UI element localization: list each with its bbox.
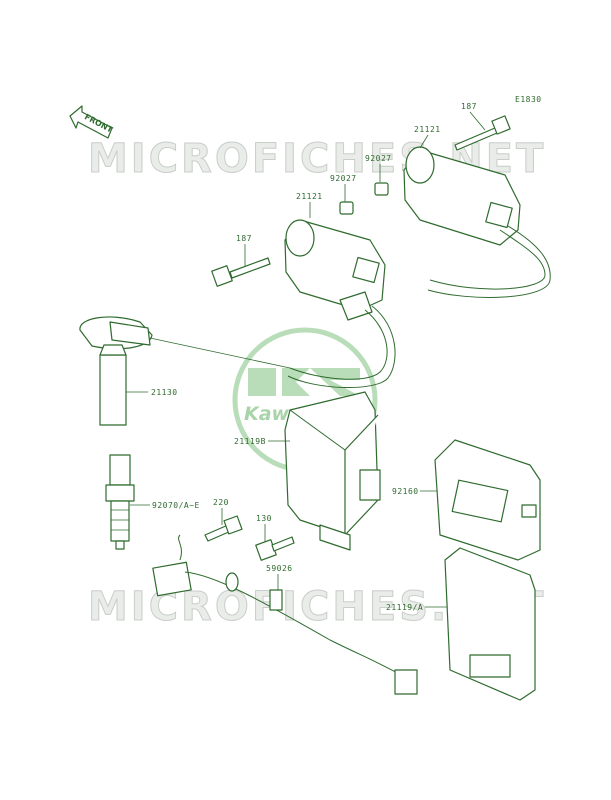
label-21119a: 21119/A: [386, 603, 423, 612]
label-59026: 59026: [266, 564, 293, 573]
label-21121-upper: 21121: [414, 125, 441, 134]
ignition-coil-upper: [403, 146, 551, 298]
label-92160: 92160: [392, 487, 419, 496]
cover-92160: [434, 439, 541, 561]
front-arrow-icon: FRONT: [69, 105, 115, 139]
bolt-187-lower: [211, 257, 271, 287]
label-21121-lower: 21121: [296, 192, 323, 201]
ignition-coil-lower: [284, 219, 396, 389]
label-21130: 21130: [151, 388, 178, 397]
spark-plug-cap-21130: [79, 316, 291, 426]
label-92070: 92070/A~E: [152, 501, 200, 510]
igniter-21119a: [444, 547, 536, 701]
diagram-code: E1830: [515, 95, 542, 104]
igniter-21119b: [284, 391, 381, 551]
label-92027-lower: 92027: [330, 174, 357, 183]
bolt-220: [204, 515, 243, 542]
wire-harness-59026: [152, 534, 418, 695]
bolt-130: [255, 536, 295, 561]
label-21119b: 21119B: [234, 437, 266, 446]
cap-92027-upper: [374, 182, 389, 196]
label-187-lower: 187: [236, 234, 252, 243]
leader-lines: [126, 111, 486, 608]
label-130: 130: [256, 514, 272, 523]
cap-92027-lower: [339, 201, 354, 215]
bolt-187-upper: [454, 115, 511, 151]
label-187-upper: 187: [461, 102, 477, 111]
label-92027-upper: 92027: [365, 154, 392, 163]
label-220: 220: [213, 498, 229, 507]
spark-plug-92070: [105, 454, 135, 550]
